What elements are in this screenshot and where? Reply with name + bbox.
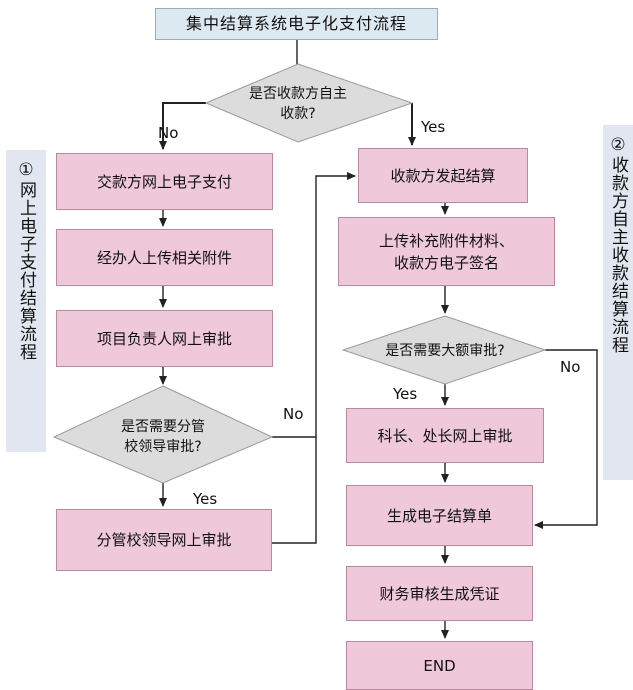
left-lane-label: ①网上电子支付结算流程 (6, 150, 46, 452)
arrow-right-no-to-generate (534, 349, 598, 529)
decision-left-text: 是否需要分管 校领导审批? (121, 419, 205, 455)
left-step-1: 交款方网上电子支付 (56, 153, 273, 210)
label-no-top: No (158, 124, 179, 142)
arrow-left-final-return (272, 437, 317, 544)
label-yes-right: Yes (393, 385, 418, 403)
left-lane-text: ①网上电子支付结算流程 (16, 160, 36, 361)
label-no-right: No (560, 358, 581, 376)
decision-top-shape (204, 63, 414, 143)
right-step-2: 上传补充附件材料、 收款方电子签名 (338, 217, 555, 286)
page-title: 集中结算系统电子化支付流程 (155, 8, 438, 40)
label-no-left: No (283, 405, 304, 423)
decision-top-text: 是否收款方自主 收款? (249, 86, 347, 122)
decision-right-shape (341, 315, 547, 385)
arrow-left-no-to-right (272, 172, 356, 438)
decision-right-text: 是否需要大额审批? (385, 343, 505, 359)
label-yes-top: Yes (421, 118, 446, 136)
left-step-3: 项目负责人网上审批 (56, 310, 273, 367)
right-step-1: 收款方发起结算 (358, 148, 528, 203)
decision-left-shape (52, 385, 274, 484)
right-step-5: 财务审核生成凭证 (346, 566, 533, 621)
label-yes-left: Yes (193, 490, 218, 508)
left-step-2: 经办人上传相关附件 (56, 229, 273, 286)
right-step-4: 生成电子结算单 (346, 485, 533, 546)
right-lane-text: ②收款方自主收款结算流程 (608, 135, 628, 354)
left-step-4: 分管校领导网上审批 (56, 509, 272, 571)
right-step-end: END (346, 641, 533, 690)
right-lane-label: ②收款方自主收款结算流程 (603, 125, 633, 480)
right-step-3: 科长、处长网上审批 (346, 408, 544, 463)
arrow-no-to-left (159, 102, 206, 150)
